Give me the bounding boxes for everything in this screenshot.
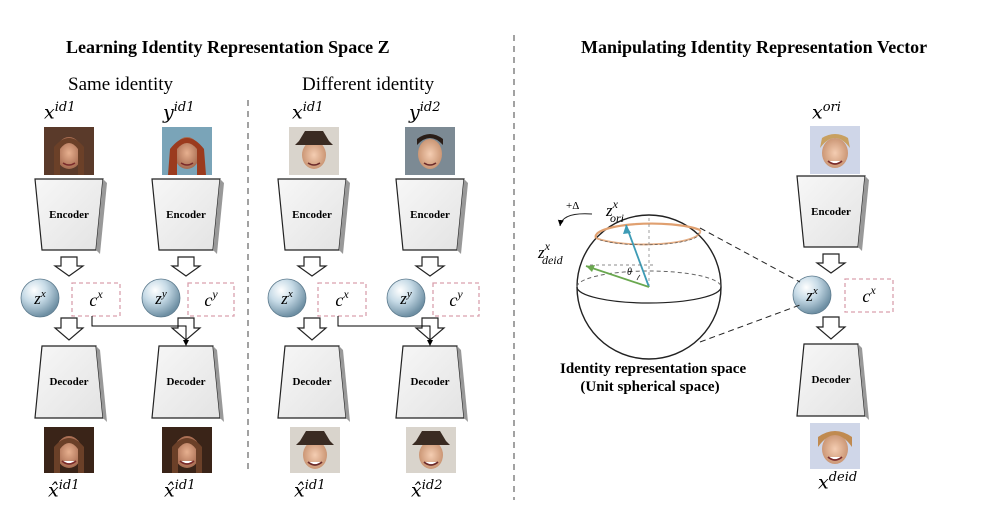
svg-text:zy: zy [399,288,412,308]
theta-label: θ [627,267,632,278]
encoder-diff-x: Encoder [277,178,350,254]
svg-text:zx: zx [805,285,818,305]
c-box-diff-y: cy [432,282,480,317]
c-box-same-y: cy [187,282,235,317]
down-arrow [170,256,202,277]
z-deid-vector [585,265,650,288]
left-title: Learning Identity Representation Space Z [66,37,390,57]
diff-output-x-label: x̂id1 [294,478,326,502]
same-identity-heading: Same identity [68,74,174,95]
face-photo-diff-x-out [290,427,340,473]
z-ball-diff-x: zx [267,278,307,318]
decoder-diff-x: Decoder [277,345,350,422]
diff-input-y-label: yid2 [409,100,441,124]
face-photo-manip-input [810,126,860,174]
face-photo-manip-output [810,423,860,469]
svg-text:cy: cy [204,287,218,310]
encoder-label: Encoder [292,209,332,221]
zoom-line-top [699,227,801,283]
same-output-x-label: x̂id1 [48,478,80,502]
down-arrow [414,256,446,277]
same-output-y-label: x̂id1 [164,478,196,502]
face-photo-same-x [44,127,94,175]
svg-text:zy: zy [154,288,167,308]
decoder-diff-y: Decoder [395,345,468,422]
face-photo-diff-y-out [406,427,456,473]
svg-text:cx: cx [89,287,103,310]
svg-text:zx: zx [280,288,293,308]
c-box-same-x: cx [71,282,121,317]
face-photo-same-y [162,127,212,175]
svg-text:zx: zx [33,288,46,308]
decoder-label: Decoder [49,376,88,388]
z-ball-manip: zx [792,275,832,315]
encoder-label: Encoder [811,206,851,218]
manip-input-label: xori [812,100,841,124]
decoder-manip: Decoder [796,343,869,420]
decoder-same-y: Decoder [151,345,224,422]
svg-text:cy: cy [449,287,463,310]
sphere-caption-line1: Identity representation space [560,361,747,377]
encoder-manip: Encoder [796,175,869,251]
latitude-ring [594,222,701,239]
c-box-manip: cx [844,278,894,313]
sphere-caption: Identity representation space (Unit sphe… [560,360,747,396]
encoder-label: Encoder [410,209,450,221]
encoder-label: Encoder [49,209,89,221]
same-input-x-label: xid1 [44,100,76,124]
diff-input-x-label: xid1 [292,100,324,124]
same-input-y-label: yid1 [163,100,195,124]
decoder-label: Decoder [811,374,850,386]
face-photo-same-x-out [44,427,94,473]
block-arrows [53,253,847,341]
encoder-same-y: Encoder [151,178,224,254]
manip-output-label: xdeid [818,470,858,494]
face-photo-diff-y [405,127,455,175]
decoder-label: Decoder [410,376,449,388]
right-title: Manipulating Identity Representation Vec… [581,37,928,57]
unit-sphere: θ [576,214,722,360]
down-arrow [296,256,328,277]
decoder-label: Decoder [292,376,331,388]
decoder-label: Decoder [166,376,205,388]
down-arrow [53,317,85,341]
z-ball-same-y: zy [141,278,181,318]
decoder-same-x: Decoder [34,345,107,422]
swap-connector-same [91,316,189,346]
zoom-line-bottom [699,304,801,343]
down-arrow [296,317,328,341]
z-ball-same-x: zx [20,278,60,318]
diff-output-y-label: x̂id2 [411,478,443,502]
delta-label: +Δ [566,200,579,212]
encoder-diff-y: Encoder [395,178,468,254]
different-identity-heading: Different identity [302,74,435,95]
svg-text:cx: cx [862,283,876,306]
down-arrow [815,253,847,274]
swap-connector-diff [337,316,433,346]
face-photo-same-y-out [162,427,212,473]
down-arrow [53,256,85,277]
z-ball-diff-y: zy [386,278,426,318]
c-box-diff-x: cx [317,282,367,317]
z-ori-vector [625,224,650,288]
svg-text:cx: cx [335,287,349,310]
encoder-label: Encoder [166,209,206,221]
down-arrow [815,316,847,340]
face-photo-diff-x [289,127,339,175]
delta-arrow [557,213,593,227]
sphere-caption-line2: (Unit spherical space) [580,379,720,395]
encoder-same-x: Encoder [34,178,107,254]
